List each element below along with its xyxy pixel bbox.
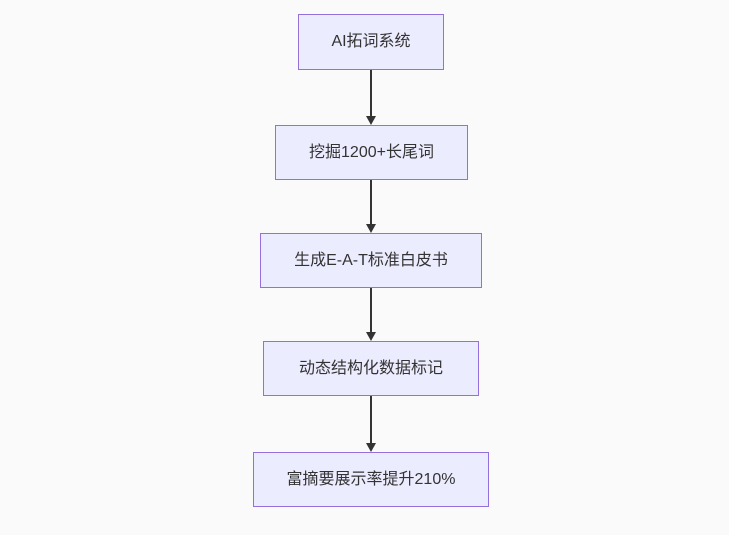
flow-node-generate-eat-whitepaper: 生成E-A-T标准白皮书	[260, 233, 482, 288]
flow-edge-line-2	[370, 180, 372, 225]
arrow-down-icon	[366, 224, 376, 233]
flow-node-mine-longtail-keywords: 挖掘1200+长尾词	[275, 125, 468, 180]
flow-edge-line-4	[370, 396, 372, 444]
flow-node-rich-snippet-rate-increase: 富摘要展示率提升210%	[253, 452, 489, 507]
arrow-down-icon	[366, 116, 376, 125]
arrow-down-icon	[366, 332, 376, 341]
flow-edge-line-1	[370, 70, 372, 117]
flow-node-dynamic-structured-data-markup: 动态结构化数据标记	[263, 341, 479, 396]
arrow-down-icon	[366, 443, 376, 452]
flow-edge-line-3	[370, 288, 372, 333]
flow-node-ai-word-expansion-system: AI拓词系统	[298, 14, 444, 70]
